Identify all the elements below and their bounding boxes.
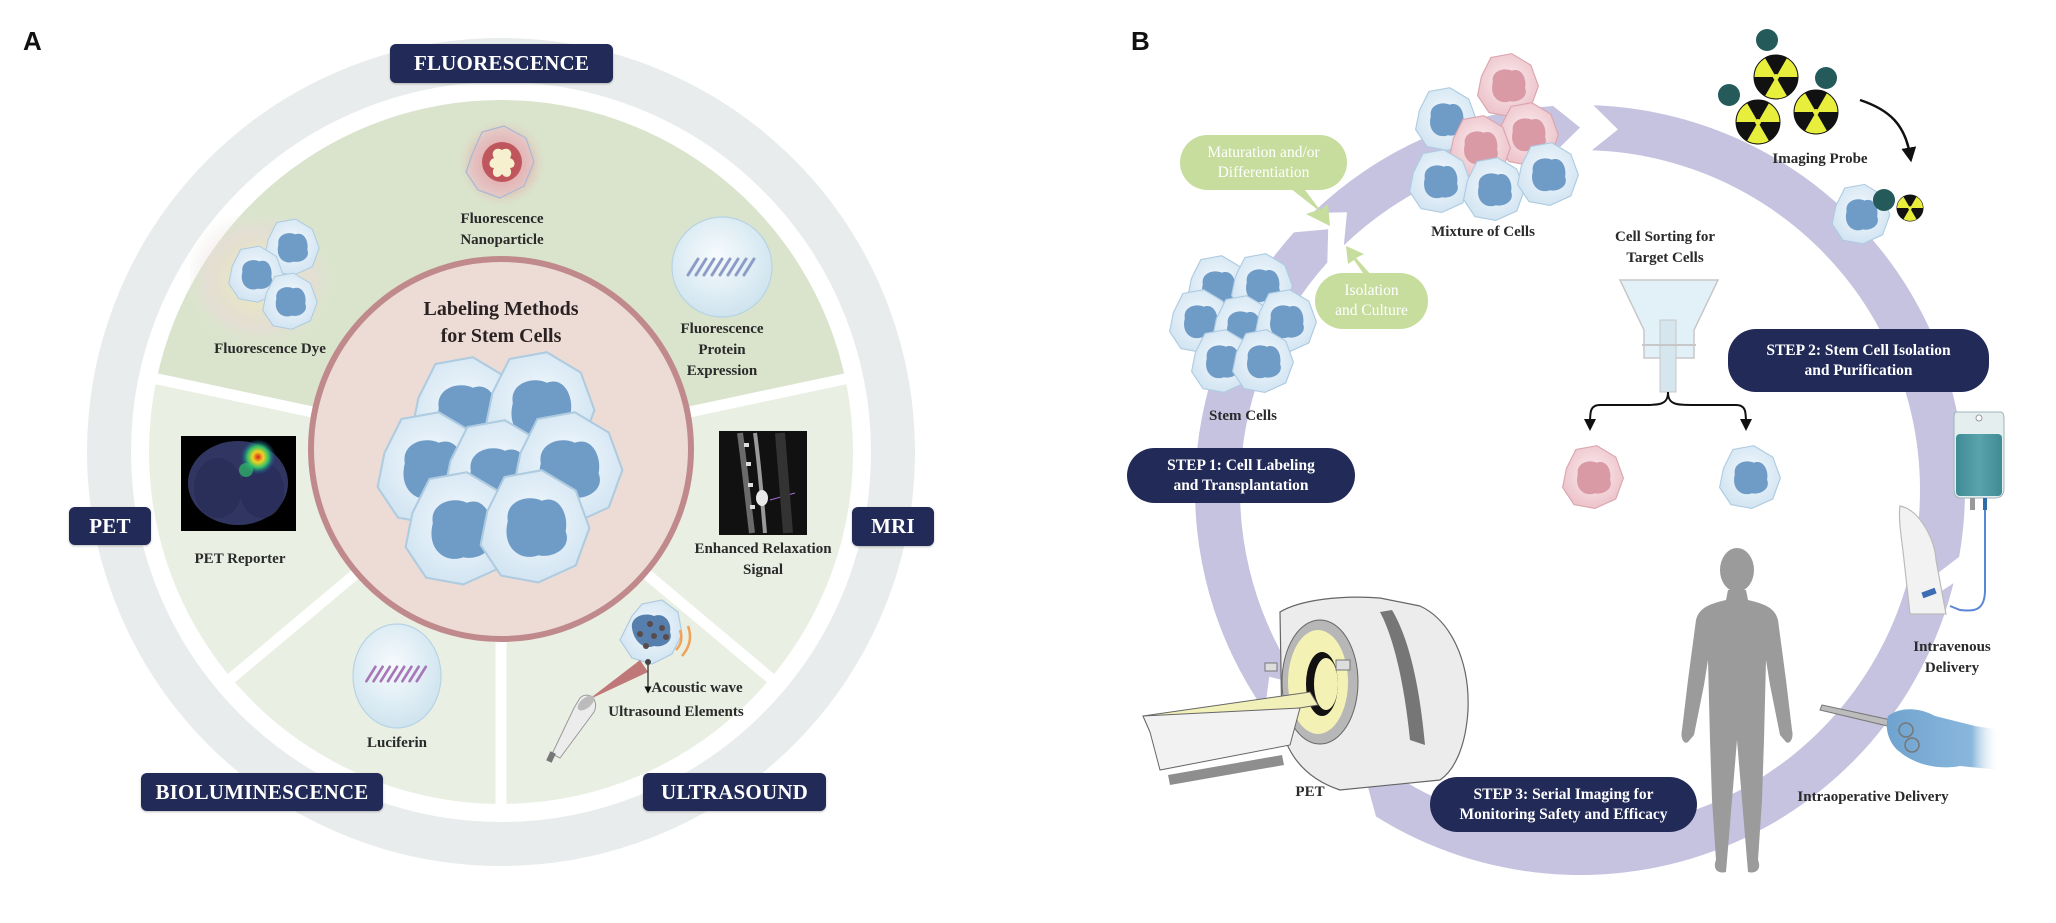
label-imaging-probe: Imaging Probe [1772, 151, 1868, 167]
pet-reporter-image [181, 436, 296, 531]
label-fluorescence-protein: Fluorescence Protein Expression [680, 321, 764, 379]
cell-sorting-funnel-icon [1584, 279, 1752, 431]
step-3-pill: STEP 3: Serial Imaging for Monitoring Sa… [1430, 777, 1697, 832]
isolation-pointer [1346, 246, 1372, 280]
target-stem-cell-icon [1719, 445, 1781, 509]
maturation-pointer [1290, 186, 1330, 226]
cycle-arrow-segment [1366, 572, 1954, 876]
label-mixture-of-cells: Mixture of Cells [1431, 224, 1535, 240]
label-ultrasound-elements: Ultrasound Elements [608, 704, 744, 720]
labeled-cell-icon [1831, 183, 1924, 245]
fluorescence-protein-icon [671, 216, 773, 318]
label-pet-reporter: PET Reporter [194, 551, 286, 567]
panel-a-wheel [87, 38, 915, 866]
sector-divider [224, 563, 367, 686]
mixture-of-cells-icon [1409, 53, 1579, 221]
pet-scanner-icon [1142, 596, 1469, 791]
patient-silhouette-icon [1681, 548, 1793, 873]
label-fluorescence-nanoparticle: Fluorescence Nanoparticle [460, 211, 544, 248]
sector-dividers [151, 372, 851, 808]
panel-b-label: B [1131, 26, 1150, 56]
category-badge-ultrasound: ULTRASOUND [643, 773, 826, 811]
category-badge-pet: PET [69, 507, 151, 545]
step-2-pill: STEP 2: Stem Cell Isolation and Purifica… [1728, 329, 1989, 392]
label-luciferin: Luciferin [367, 735, 427, 751]
sector-divider [635, 563, 778, 686]
sector-divider [151, 372, 327, 420]
non-target-cell-icon [1562, 445, 1624, 509]
bubble-isolation-culture: Isolation and Culture [1315, 273, 1428, 329]
intraoperative-delivery-icon [1819, 704, 2000, 770]
category-badge-bioluminescence: BIOLUMINESCENCE [141, 773, 383, 811]
label-pet-scanner: PET [1295, 784, 1325, 800]
label-stem-cells: Stem Cells [1209, 408, 1277, 424]
mri-image [719, 431, 807, 535]
label-fluorescence-dye: Fluorescence Dye [214, 341, 326, 357]
ultrasound-icon [546, 599, 692, 763]
luciferin-icon [352, 623, 442, 729]
label-cell-sorting: Cell Sorting for Target Cells [1615, 229, 1715, 266]
step-1-pill: STEP 1: Cell Labeling and Transplantatio… [1127, 448, 1355, 503]
bubble-maturation-differentiation: Maturation and/or Differentiation [1180, 135, 1347, 190]
fluorescence-dye-icon [190, 215, 330, 345]
label-mri-signal: Enhanced Relaxation Signal [694, 541, 832, 578]
category-badge-fluorescence: FLUORESCENCE [390, 44, 613, 83]
sector-divider [675, 372, 851, 420]
label-acoustic-wave: Acoustic wave [651, 680, 743, 696]
panel-a-label: A [23, 26, 42, 56]
panel-b-cycle [1142, 29, 2005, 876]
intravenous-delivery-icon [1898, 411, 2005, 615]
category-badge-mri: MRI [852, 507, 934, 546]
fluorescence-nanoparticle-icon [456, 117, 548, 209]
imaging-probe-icon [1718, 29, 1917, 163]
label-intraoperative-delivery: Intraoperative Delivery [1797, 789, 1949, 805]
label-intravenous-delivery: Intravenous Delivery [1913, 639, 1991, 676]
center-title: Labeling Methods for Stem Cells [423, 298, 579, 347]
